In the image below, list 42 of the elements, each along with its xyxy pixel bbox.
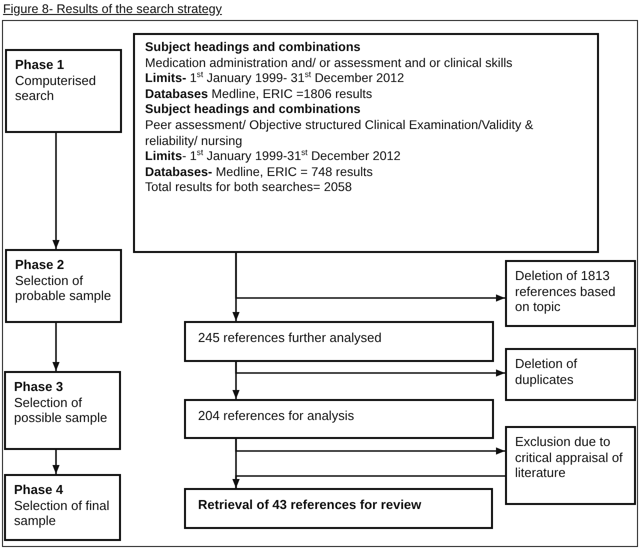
exclusion-box	[505, 426, 636, 505]
exclusion-box	[505, 260, 636, 327]
arrow	[52, 323, 60, 371]
body-text: Deletion of duplicates	[515, 356, 578, 387]
body-text: 204 references for analysis	[198, 408, 356, 424]
heading-text: Phase 2	[15, 257, 66, 272]
phase-box	[5, 49, 122, 133]
phase-box	[4, 371, 121, 450]
arrow	[235, 439, 505, 455]
body-text: 245 references further analysed	[198, 330, 383, 346]
body-text: Limits- 1$^{st}$ January 1999- 31$^{st}$ December 2012	[145, 71, 406, 87]
result-box	[184, 488, 493, 529]
body-text: Selection of possible sample	[14, 394, 108, 426]
body-text: Exclusion due to critical appraisal of literature	[515, 434, 624, 480]
body-text: Medication administration and/ or assessment and or clinical skills	[145, 56, 514, 72]
heading-text: Phase 3	[14, 379, 64, 394]
body-text: Deletion of 1813 references based on topic	[515, 268, 616, 314]
body-text: Databases- Medline, ERIC = 748 results	[145, 164, 374, 180]
body-text: Selection of probable sample	[15, 272, 112, 304]
body-text: Limits- 1$^{st}$ January 1999-31$^{st}$ December 2012	[145, 149, 402, 165]
body-text: Databases Medline, ERIC =1806 results	[145, 86, 374, 102]
figure-title: Figure 8- Results of the search strategy	[3, 2, 222, 16]
heading-text: Retrieval of 43 references for review	[198, 497, 422, 512]
arrow	[52, 450, 60, 474]
result-box	[184, 321, 494, 362]
arrow	[235, 253, 505, 302]
body-text: Selection of final sample	[14, 498, 110, 528]
heading-text: Subject headings and combinations	[145, 40, 362, 56]
result-box	[184, 399, 494, 439]
body-text: Total results for both searches= 2058	[145, 180, 353, 196]
heading-text: Subject headings and combinations	[145, 102, 362, 118]
exclusion-box	[505, 348, 636, 401]
arrow	[52, 133, 60, 249]
heading-text: Phase 1	[15, 57, 66, 72]
phase-box	[4, 474, 121, 541]
arrow	[235, 362, 505, 377]
body-text: Peer assessment/ Objective structured Clinical Examination/Validity & reliability/ nursing	[145, 118, 534, 150]
heading-text: Phase 4	[14, 482, 64, 498]
arrow	[232, 475, 505, 488]
search-strategy-box	[133, 33, 599, 253]
phase-box	[5, 249, 122, 323]
body-text: Computerised search	[15, 72, 97, 104]
